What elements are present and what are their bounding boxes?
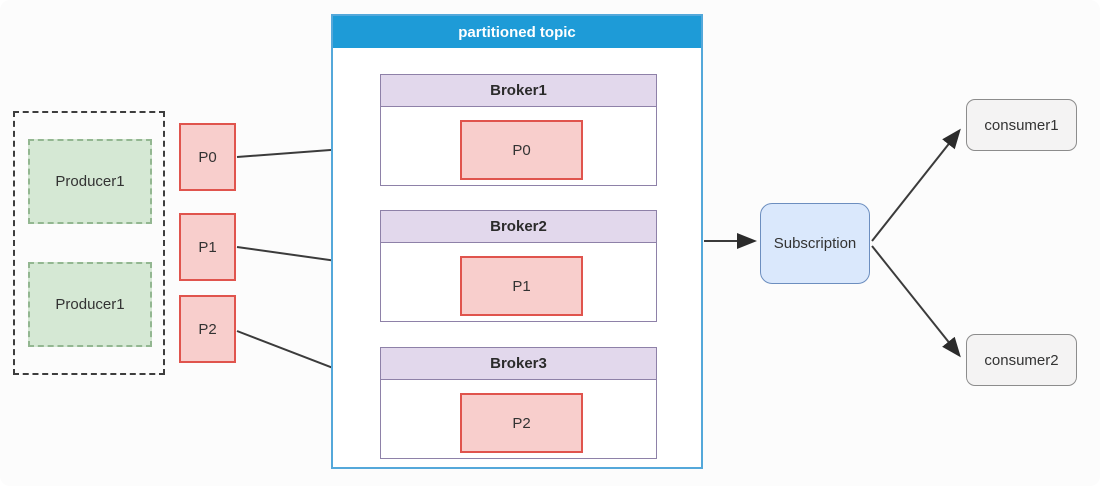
broker1-partition-label: P0 — [512, 141, 531, 159]
partitioned-topic-container: partitioned topic Broker1 P0 Broker2 P1 — [331, 14, 703, 469]
broker1-node: Broker1 P0 — [380, 74, 657, 186]
producer-label: Producer1 — [55, 173, 125, 190]
broker2-header: Broker2 — [381, 211, 656, 243]
broker1-header: Broker1 — [381, 75, 656, 107]
broker1-body: P0 — [381, 107, 656, 185]
consumer2-node: consumer2 — [966, 334, 1077, 386]
edge-subscription-to-consumer1 — [871, 128, 961, 242]
broker3-partition-label: P2 — [512, 414, 531, 432]
broker1-title: Broker1 — [490, 82, 547, 99]
broker3-body: P2 — [381, 380, 656, 458]
producers-group — [13, 111, 165, 375]
broker3-partition-node: P2 — [460, 393, 583, 453]
subscription-node: Subscription — [760, 203, 870, 284]
consumer1-node: consumer1 — [966, 99, 1077, 151]
broker2-body: P1 — [381, 243, 656, 321]
partition-node-p0: P0 — [179, 123, 236, 191]
producer-node: Producer1 — [28, 262, 152, 347]
consumer2-label: consumer2 — [984, 351, 1059, 369]
broker3-header: Broker3 — [381, 348, 656, 380]
consumer1-label: consumer1 — [984, 116, 1059, 134]
partition-node-p2: P2 — [179, 295, 236, 363]
broker1-partition-node: P0 — [460, 120, 583, 180]
partitioned-topic-title: partitioned topic — [458, 23, 576, 41]
broker2-node: Broker2 P1 — [380, 210, 657, 322]
broker2-partition-node: P1 — [460, 256, 583, 316]
broker3-title: Broker3 — [490, 355, 547, 372]
producer-node: Producer1 — [28, 139, 152, 224]
partition-label: P0 — [198, 148, 217, 166]
broker2-partition-label: P1 — [512, 277, 531, 295]
broker3-node: Broker3 P2 — [380, 347, 657, 459]
partition-label: P1 — [198, 238, 217, 256]
partition-node-p1: P1 — [179, 213, 236, 281]
producer-label: Producer1 — [55, 296, 125, 313]
partitioned-topic-header: partitioned topic — [333, 16, 701, 48]
partition-label: P2 — [198, 320, 217, 338]
broker2-title: Broker2 — [490, 218, 547, 235]
subscription-label: Subscription — [773, 235, 857, 252]
edge-subscription-to-consumer2 — [871, 245, 961, 358]
